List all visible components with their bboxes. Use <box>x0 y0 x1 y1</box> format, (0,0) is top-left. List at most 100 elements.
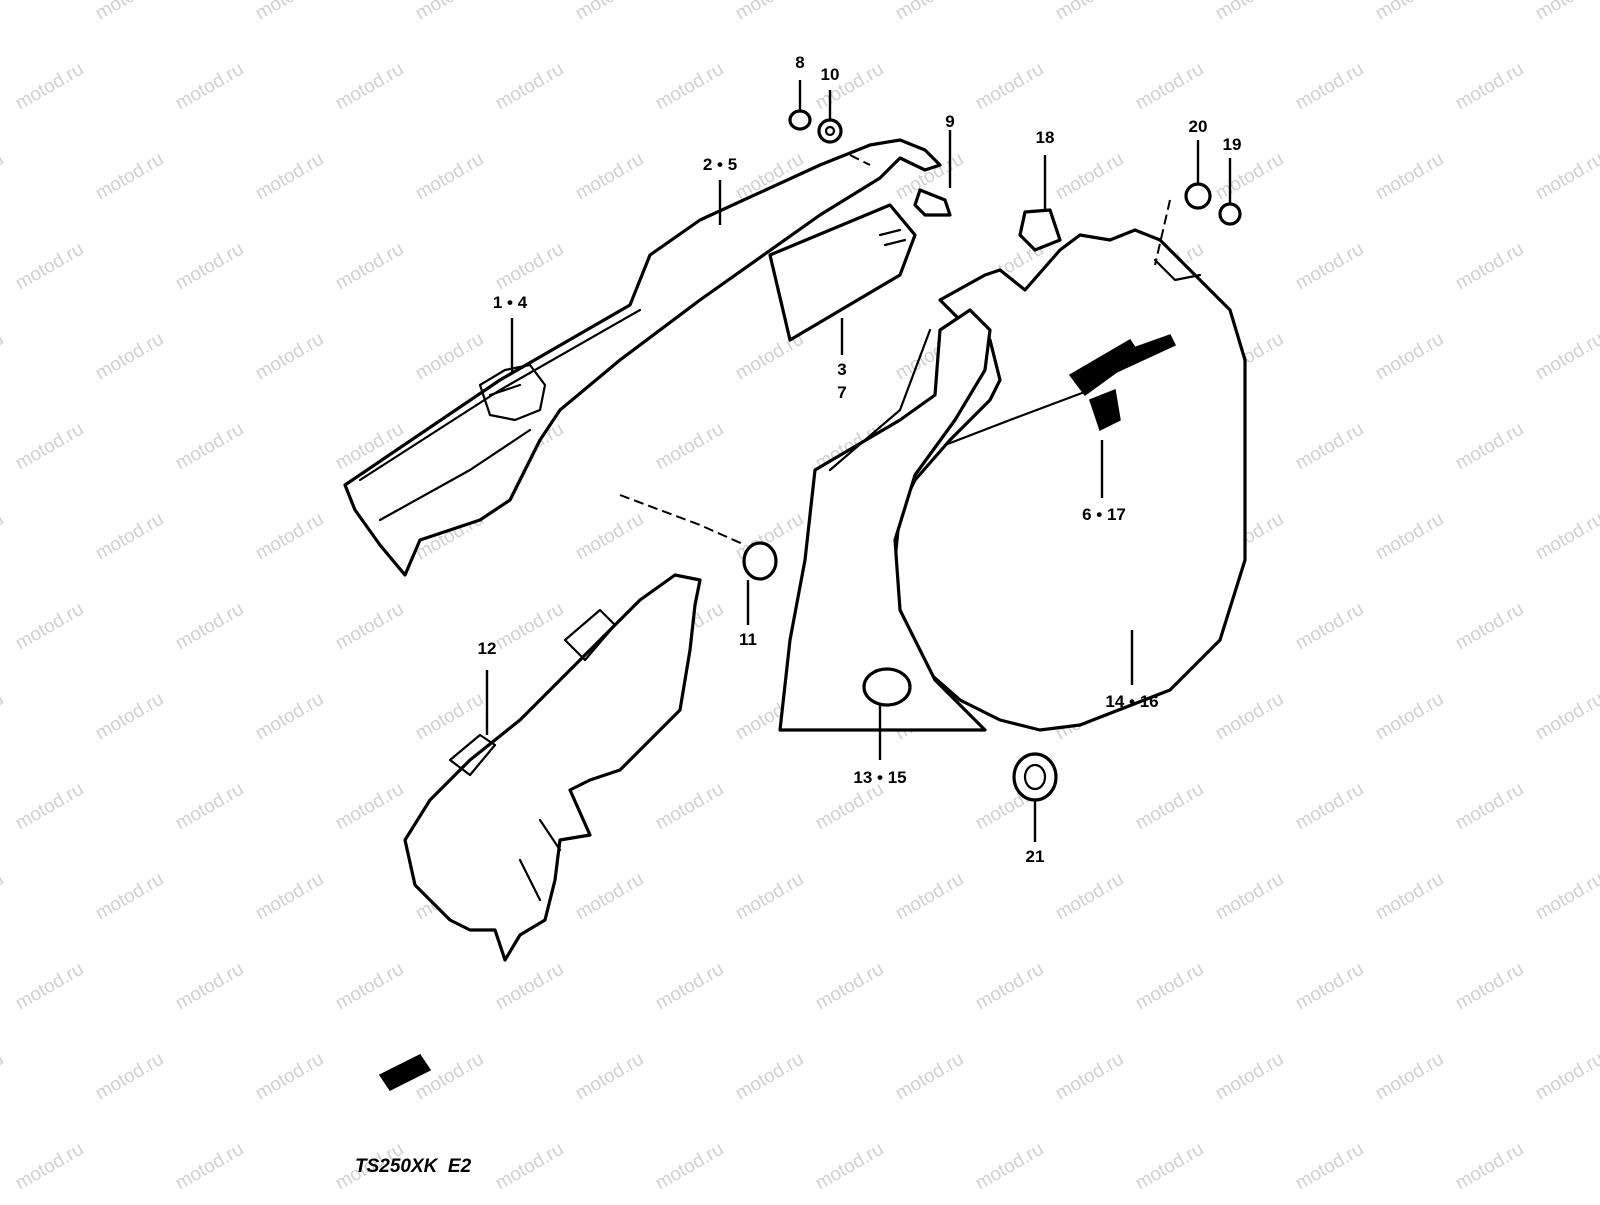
watermark-text: motod.ru <box>92 509 167 565</box>
callout-10: 10 <box>821 65 840 84</box>
watermark-text: motod.ru <box>1212 149 1287 205</box>
watermark-text: motod.ru <box>172 419 247 475</box>
watermark-text: motod.ru <box>172 779 247 835</box>
watermark-text: motod.ru <box>92 689 167 745</box>
decal-panel <box>768 203 917 342</box>
watermark-text: motod.ru <box>1292 599 1367 655</box>
watermark-text: motod.ru <box>732 869 807 925</box>
watermark-text: motod.ru <box>572 1049 647 1105</box>
watermark-text: motod.ru <box>332 959 407 1015</box>
model-label: TS250XK E2 <box>355 1156 472 1177</box>
watermark-text: motod.ru <box>1452 779 1527 835</box>
watermark-text: motod.ru <box>1212 689 1287 745</box>
watermark-text: motod.ru <box>0 1049 7 1105</box>
callout-14-16: 14 • 16 <box>1105 692 1158 711</box>
watermark-text: motod.ru <box>1292 959 1367 1015</box>
watermark-text: motod.ru <box>1532 149 1600 205</box>
watermark-text: motod.ru <box>412 0 487 24</box>
watermark-text: motod.ru <box>412 689 487 745</box>
watermark-text: motod.ru <box>1532 689 1600 745</box>
frame-panel <box>778 308 992 732</box>
callout-1-4: 1 • 4 <box>493 293 528 312</box>
watermark-text: motod.ru <box>1372 869 1447 925</box>
watermark-text: motod.ru <box>12 599 87 655</box>
watermark-text: motod.ru <box>252 0 327 24</box>
watermark-text: motod.ru <box>1212 0 1287 24</box>
watermark-text: motod.ru <box>12 1139 87 1195</box>
callout-labels: 8 10 2 • 5 9 18 20 19 1 • 4 3 7 6 • 17 1… <box>478 53 1242 866</box>
side-cover <box>893 228 1247 732</box>
watermark-text: motod.ru <box>492 959 567 1015</box>
watermark-text: motod.ru <box>92 1049 167 1105</box>
watermark-text: motod.ru <box>1052 0 1127 24</box>
watermark-text: motod.ru <box>252 1049 327 1105</box>
watermark-text: motod.ru <box>92 329 167 385</box>
watermark-text: motod.ru <box>492 1139 567 1195</box>
watermark-text: motod.ru <box>1292 779 1367 835</box>
watermark-text: motod.ru <box>12 959 87 1015</box>
callout-9: 9 <box>945 112 954 131</box>
watermark-text: motod.ru <box>332 599 407 655</box>
watermark-text: motod.ru <box>0 869 7 925</box>
callout-3: 3 <box>837 360 846 379</box>
watermark-text: motod.ru <box>1132 959 1207 1015</box>
watermark-text: motod.ru <box>252 149 327 205</box>
watermark-text: motod.ru <box>1292 1139 1367 1195</box>
watermark-text: motod.ru <box>892 1049 967 1105</box>
watermark-text: motod.ru <box>1452 239 1527 295</box>
watermark-text: motod.ru <box>172 59 247 115</box>
watermark-text: motod.ru <box>1532 509 1600 565</box>
watermark-text: motod.ru <box>412 329 487 385</box>
watermark-text: motod.ru <box>92 869 167 925</box>
watermark-text: motod.ru <box>12 59 87 115</box>
watermark-text: motod.ru <box>332 779 407 835</box>
watermark-text: motod.ru <box>252 689 327 745</box>
callout-7: 7 <box>837 383 846 402</box>
watermark-text: motod.ru <box>1532 1049 1600 1105</box>
watermark-text: motod.ru <box>92 0 167 24</box>
watermark-text: motod.ru <box>652 779 727 835</box>
callout-6-17: 6 • 17 <box>1082 505 1126 524</box>
watermark-text: motod.ru <box>732 0 807 24</box>
watermark-text: motod.ru <box>12 779 87 835</box>
watermark-text: motod.ru <box>1452 1139 1527 1195</box>
watermark-text: motod.ru <box>1452 59 1527 115</box>
watermark-text: motod.ru <box>0 509 7 565</box>
watermark-text: motod.ru <box>1452 419 1527 475</box>
frame-cover-lower <box>403 573 702 962</box>
watermark-text: motod.ru <box>0 689 7 745</box>
watermark-text: motod.ru <box>1372 0 1447 24</box>
callout-2-5: 2 • 5 <box>703 155 737 174</box>
watermark-text: motod.ru <box>172 1139 247 1195</box>
watermark-text: motod.ru <box>1292 419 1367 475</box>
watermark-text: motod.ru <box>812 779 887 835</box>
watermark-text: motod.ru <box>652 419 727 475</box>
watermark-text: motod.ru <box>1132 59 1207 115</box>
watermark-text: motod.ru <box>12 419 87 475</box>
watermark-text: motod.ru <box>1372 1049 1447 1105</box>
watermark-text: motod.ru <box>252 869 327 925</box>
front-arrow-icon <box>378 1054 432 1091</box>
watermark-text: motod.ru <box>0 0 7 24</box>
watermark-text: motod.ru <box>492 599 567 655</box>
watermark-text: motod.ru <box>652 59 727 115</box>
assembly-lines <box>619 154 1171 546</box>
watermark-text: motod.ru <box>652 959 727 1015</box>
watermark-text: motod.ru <box>892 0 967 24</box>
watermark-text: motod.ru <box>1372 329 1447 385</box>
watermark-text: motod.ru <box>572 0 647 24</box>
watermark-text: motod.ru <box>1052 1049 1127 1105</box>
watermark-text: motod.ru <box>252 509 327 565</box>
leader-lines <box>485 80 1232 842</box>
watermark-text: motod.ru <box>1532 329 1600 385</box>
watermark-text: motod.ru <box>1052 149 1127 205</box>
watermark-text: motod.ru <box>1292 59 1367 115</box>
watermark-text: motod.ru <box>252 329 327 385</box>
watermark-text: motod.ru <box>0 329 7 385</box>
callout-11: 11 <box>739 630 757 649</box>
hardware <box>742 109 1242 802</box>
watermark-text: motod.ru <box>1532 0 1600 24</box>
watermark-text: motod.ru <box>1212 869 1287 925</box>
watermark-text: motod.ru <box>1212 1049 1287 1105</box>
